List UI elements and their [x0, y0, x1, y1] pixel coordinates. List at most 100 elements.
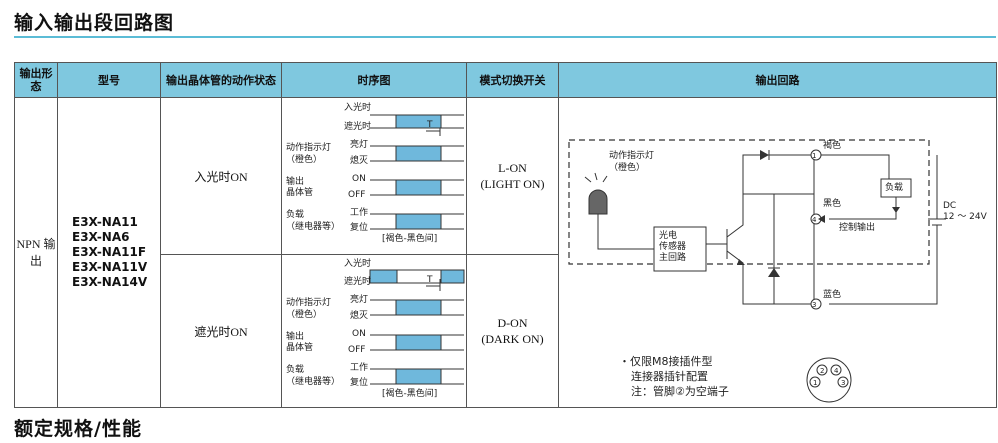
state-light-on: 入光时ON	[160, 97, 282, 255]
mode-text-sub: (LIGHT ON)	[480, 177, 545, 191]
label-reset: 复位	[350, 378, 369, 388]
pin-label: 3	[841, 378, 846, 387]
label-output: 输出	[286, 177, 305, 187]
output-circuit-cell: 1 4 3 2 4 1 3 动作指示灯 （橙色） 光电 传感器 主回路 褐色 黑…	[558, 97, 997, 408]
io-circuit-table: 输出形态 型号 输出晶体管的动作状态 时序图 模式切换开关 输出回路 NPN 输…	[14, 62, 997, 408]
timing-chart-dark-on: 入光时 遮光时 T 动作指示灯 （橙色） 亮灯 熄灭 输出 晶体管 ON OFF…	[281, 254, 467, 408]
waveform-load	[395, 213, 442, 230]
waveform-light	[369, 269, 398, 284]
label-light-block: 遮光时	[344, 277, 372, 287]
label-transistor: 晶体管	[286, 188, 314, 198]
mode-text: D-ON	[497, 316, 528, 330]
timing-waveforms-dark-on	[369, 269, 465, 385]
control-output-label: 控制输出	[839, 222, 876, 233]
waveform-light	[440, 269, 465, 284]
header-model: 型号	[57, 62, 161, 98]
label-relay: （继电器等）	[286, 377, 341, 387]
header-output-circuit: 输出回路	[558, 62, 997, 98]
wire-black-label: 黑色	[823, 198, 842, 209]
mode-light-on: L-ON (LIGHT ON)	[466, 97, 559, 255]
header-output-form: 输出形态	[14, 62, 58, 98]
model-name: E3X-NA11F	[72, 245, 147, 259]
header-timing-chart: 时序图	[281, 62, 467, 98]
voltage-label: 12 ～ 24V	[943, 211, 987, 222]
label-load: 负载	[286, 210, 305, 220]
pin-label: 4	[834, 366, 839, 375]
header-mode-switch: 模式切换开关	[466, 62, 559, 98]
dc-label: DC	[943, 200, 957, 211]
label-off: OFF	[348, 190, 366, 200]
table-row: 遮光时 ON	[15, 254, 997, 408]
label-light-in: 入光时	[344, 259, 372, 269]
pin-label: 4	[812, 215, 817, 224]
pin-label: 2	[820, 366, 825, 375]
header-transistor-state: 输出晶体管的动作状态	[160, 62, 282, 98]
indicator-lamp-icon	[588, 189, 608, 214]
model-name: E3X-NA6	[72, 230, 130, 244]
label-light-block: 遮光时	[344, 122, 372, 132]
circuit-indicator-color: （橙色）	[609, 162, 646, 173]
label-indicator: 动作指示灯	[286, 143, 332, 153]
waveform-light	[395, 114, 442, 129]
waveform-output	[395, 179, 442, 196]
pin-label: 3	[812, 300, 817, 309]
mode-text-sub: (DARK ON)	[481, 332, 544, 346]
label-off-light: 熄灭	[350, 311, 369, 321]
label-work: 工作	[350, 363, 369, 373]
main-circuit-label: 传感器	[659, 241, 687, 252]
label-wire-bracket: [褐色-黑色间]	[382, 234, 438, 244]
label-t: T	[427, 120, 433, 130]
model-name: E3X-NA11V	[72, 260, 148, 274]
connector-note-3: 注：管脚②为空端子	[631, 384, 729, 398]
wire-brown-label: 褐色	[823, 140, 842, 151]
table-row: NPN 输出 E3X-NA11 E3X-NA6 E3X-NA11F E3X-NA…	[14, 97, 997, 408]
label-off: OFF	[348, 345, 366, 355]
zener-diode-icon	[768, 267, 780, 277]
model-list-cell: E3X-NA11 E3X-NA6 E3X-NA11F E3X-NA11V E3X…	[57, 97, 161, 408]
table-header-row: 输出形态 型号 输出晶体管的动作状态 时序图 模式切换开关 输出回路	[14, 62, 997, 98]
connector-note-1: ・仅限M8接插件型	[619, 354, 713, 368]
label-indicator-color: （橙色）	[286, 310, 323, 320]
pin-1-terminal	[810, 149, 822, 160]
section-title-io-circuit: 输入输出段回路图	[14, 12, 175, 34]
label-reset: 复位	[350, 223, 369, 233]
pin-label: 1	[813, 378, 818, 387]
mode-text: L-ON	[498, 161, 527, 175]
sensor-boundary	[568, 138, 930, 265]
label-transistor: 晶体管	[286, 343, 314, 353]
label-on-light: 亮灯	[350, 295, 369, 305]
label-on-light: 亮灯	[350, 140, 369, 150]
label-relay: （继电器等）	[286, 222, 341, 232]
load-label: 负载	[885, 182, 904, 193]
mode-dark-on: D-ON (DARK ON)	[466, 254, 559, 408]
section-title-ratings: 额定规格/性能	[14, 418, 142, 440]
wire-blue-label: 蓝色	[823, 289, 842, 300]
waveform-load	[395, 368, 442, 385]
waveform-indicator	[395, 299, 442, 316]
label-on: ON	[352, 174, 366, 184]
connector-note-2: 连接器插针配置	[631, 369, 708, 383]
label-off-light: 熄灭	[350, 156, 369, 166]
pin-label: 1	[812, 151, 817, 160]
label-wire-bracket: [褐色-黑色间]	[382, 389, 438, 399]
label-t: T	[427, 275, 433, 285]
timing-chart-light-on: 入光时 遮光时 T 动作指示灯 （橙色） 亮灯 熄灭 输出 晶体管 ON OFF…	[281, 97, 467, 255]
model-name: E3X-NA11	[72, 215, 138, 229]
waveform-output	[395, 334, 442, 351]
timing-waveforms-light-on	[370, 114, 464, 230]
main-circuit-label: 主回路	[659, 252, 687, 263]
output-form-cell: NPN 输出	[14, 97, 58, 408]
label-output: 输出	[286, 332, 305, 342]
main-circuit-label: 光电	[659, 230, 678, 241]
pin-3-terminal	[810, 298, 822, 309]
diode-icon	[760, 149, 769, 160]
circuit-indicator-label: 动作指示灯	[609, 150, 655, 161]
waveform-indicator	[395, 145, 442, 162]
label-on: ON	[352, 329, 366, 339]
label-indicator: 动作指示灯	[286, 298, 332, 308]
section-divider	[14, 36, 996, 38]
label-work: 工作	[350, 208, 369, 218]
label-indicator-color: （橙色）	[286, 155, 323, 165]
label-load: 负载	[286, 365, 305, 375]
model-name: E3X-NA14V	[72, 275, 148, 289]
